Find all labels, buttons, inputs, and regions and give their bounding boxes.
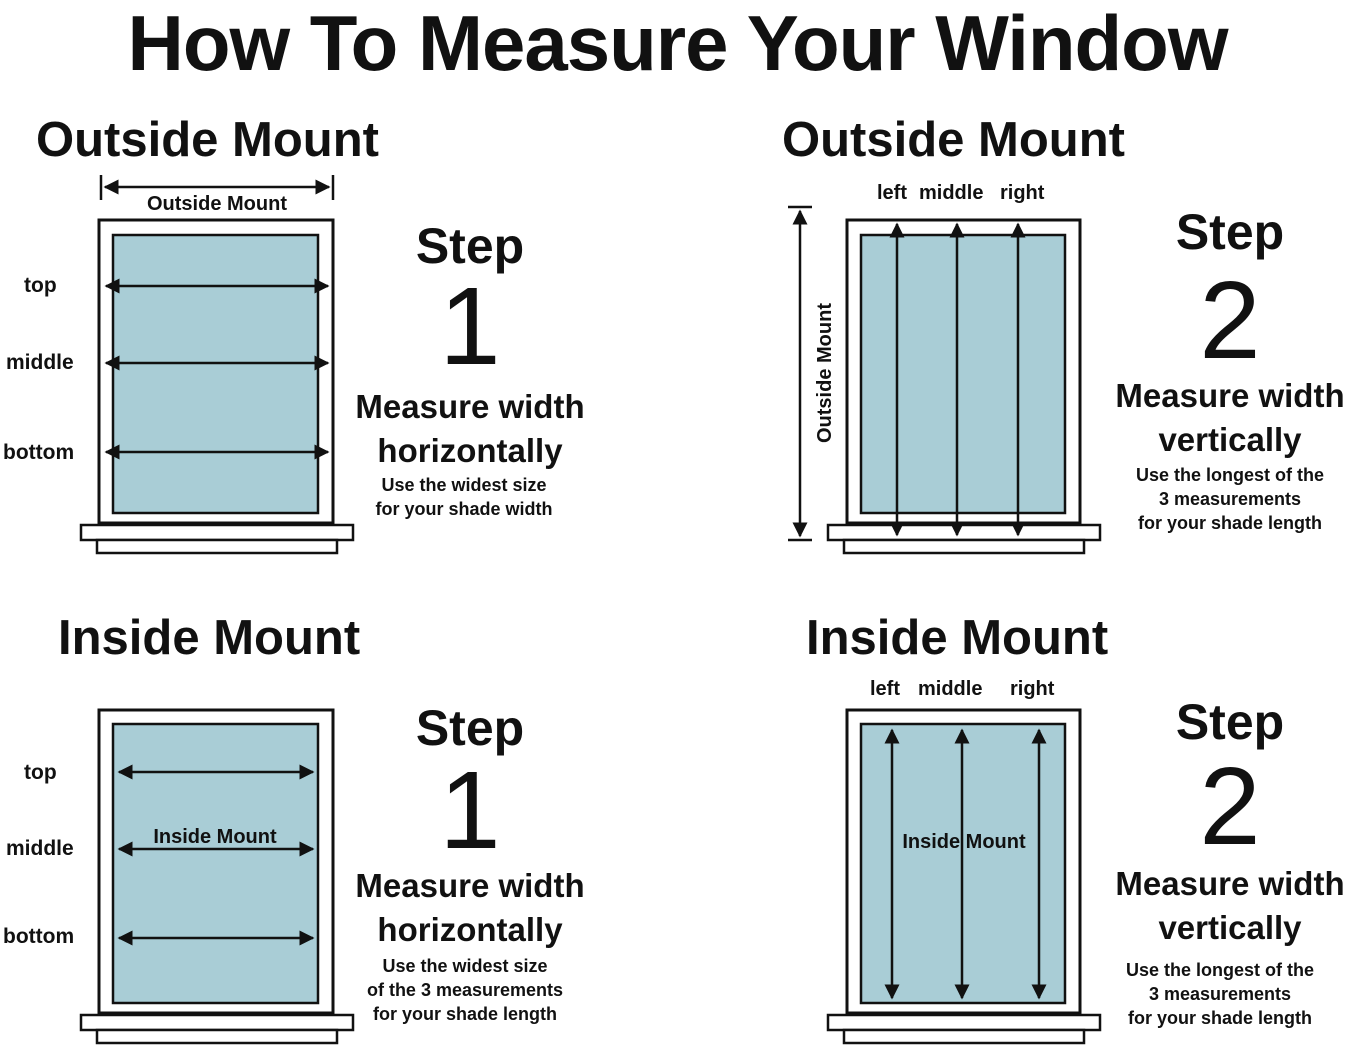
instruction-line-2: horizontally bbox=[377, 911, 563, 948]
left-label: left bbox=[877, 182, 907, 204]
window-glass bbox=[859, 233, 1067, 515]
instruction-line-1: Measure width bbox=[1115, 865, 1345, 902]
left-label: left bbox=[870, 678, 900, 700]
outside-mount-heading: Outside Mount bbox=[36, 113, 379, 167]
note-line-1: Use the longest of the bbox=[1135, 465, 1324, 485]
step-label: Step bbox=[415, 218, 525, 274]
bottom-label: bottom bbox=[3, 925, 75, 948]
right-label: right bbox=[1010, 678, 1055, 700]
note-line-3: for your shade length bbox=[1137, 513, 1323, 533]
note-line-1: Use the longest of the bbox=[1125, 960, 1314, 980]
instruction-line-1: Measure width bbox=[355, 867, 585, 904]
window-glass bbox=[111, 233, 320, 515]
outside-mount-dimension-label: Outside Mount bbox=[147, 193, 287, 215]
step-number: 2 bbox=[1199, 259, 1261, 382]
note-line-2: for your shade width bbox=[375, 499, 553, 519]
instruction-line-2: horizontally bbox=[377, 432, 563, 469]
window-inside-length bbox=[826, 708, 1102, 1045]
note-line-2: 3 measurements bbox=[1148, 984, 1292, 1004]
middle-label: middle bbox=[6, 351, 74, 374]
middle-label: middle bbox=[918, 678, 983, 700]
inside-mount-heading: Inside Mount bbox=[806, 611, 1109, 665]
right-label: right bbox=[1000, 182, 1045, 204]
window-outside-width bbox=[79, 175, 355, 555]
instruction-line-1: Measure width bbox=[355, 388, 585, 425]
window-sill bbox=[826, 523, 1102, 542]
window-sill bbox=[826, 1013, 1102, 1032]
window-sill bbox=[79, 1013, 355, 1032]
step-label: Step bbox=[415, 700, 525, 756]
top-label: top bbox=[24, 274, 57, 297]
step-number: 1 bbox=[439, 749, 501, 872]
instruction-line-2: vertically bbox=[1158, 421, 1302, 458]
window-sill-base bbox=[95, 538, 339, 555]
inside-mount-dimension-label: Inside Mount bbox=[153, 826, 277, 848]
note-line-1: Use the widest size bbox=[381, 475, 547, 495]
window-sill-base bbox=[95, 1028, 339, 1045]
window-sill bbox=[79, 523, 355, 542]
bottom-label: bottom bbox=[3, 441, 75, 464]
inside-mount-heading: Inside Mount bbox=[58, 611, 361, 665]
step-label: Step bbox=[1175, 204, 1285, 260]
note-line-3: for your shade length bbox=[372, 1004, 558, 1024]
window-inside-width bbox=[79, 708, 355, 1045]
middle-label: middle bbox=[919, 182, 984, 204]
window-outside-length bbox=[788, 205, 1102, 555]
note-line-3: for your shade length bbox=[1127, 1008, 1313, 1028]
outside-mount-dimension-label: Outside Mount bbox=[814, 303, 836, 443]
top-label: top bbox=[24, 761, 57, 784]
note-line-1: Use the widest size bbox=[382, 956, 548, 976]
note-line-2: 3 measurements bbox=[1158, 489, 1302, 509]
outside-mount-heading: Outside Mount bbox=[782, 113, 1125, 167]
instruction-line-2: vertically bbox=[1158, 909, 1302, 946]
window-glass bbox=[111, 722, 320, 1005]
inside-mount-dimension-label: Inside Mount bbox=[902, 831, 1026, 853]
step-number: 1 bbox=[439, 265, 501, 388]
middle-label: middle bbox=[6, 837, 74, 860]
step-label: Step bbox=[1175, 694, 1285, 750]
note-line-2: of the 3 measurements bbox=[366, 980, 564, 1000]
window-sill-base bbox=[842, 1028, 1086, 1045]
step-number: 2 bbox=[1199, 745, 1261, 868]
page-title: How To Measure Your Window bbox=[127, 0, 1228, 87]
instruction-line-1: Measure width bbox=[1115, 377, 1345, 414]
window-sill-base bbox=[842, 538, 1086, 555]
